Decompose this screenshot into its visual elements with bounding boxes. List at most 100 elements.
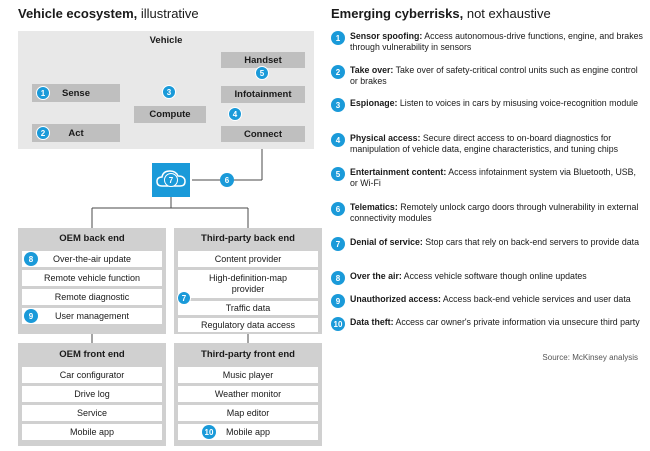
risk-text: Unauthorized access: Access back-end veh… xyxy=(350,294,643,305)
oem-backend-item: Remote vehicle function xyxy=(22,270,162,286)
risk-description: Stop cars that rely on back-end servers … xyxy=(422,237,639,247)
badge-7: 7 xyxy=(164,173,178,187)
cyberrisks-heading-light: not exhaustive xyxy=(463,6,551,21)
risk-description: Listen to voices in cars by misusing voi… xyxy=(397,98,638,108)
handset-box: Handset xyxy=(221,52,305,68)
thirdparty-frontend-item-label: Mobile app xyxy=(225,426,271,437)
act-label: Act xyxy=(68,127,84,139)
badge-2: 2 xyxy=(36,126,50,140)
risk-title: Denial of service: xyxy=(350,237,423,247)
oem-backend-item: Remote diagnostic xyxy=(22,289,162,305)
thirdparty-frontend-item-label: Weather monitor xyxy=(214,388,282,399)
risk-description: Take over of safety-critical control uni… xyxy=(350,65,638,86)
ecosystem-heading: Vehicle ecosystem, illustrative xyxy=(18,6,199,21)
thirdparty-backend-item: Regulatory data access xyxy=(178,318,318,332)
cyberrisks-heading: Emerging cyberrisks, not exhaustive xyxy=(331,6,551,21)
oem-frontend-item-label: Mobile app xyxy=(69,426,115,437)
risk-number-badge: 6 xyxy=(331,202,345,216)
thirdparty-backend-item-label: Regulatory data access xyxy=(200,319,296,330)
badge-6: 6 xyxy=(220,173,234,187)
thirdparty-backend-item-label: High-definition-map provider xyxy=(208,273,288,294)
handset-label: Handset xyxy=(244,54,282,66)
badge-8: 8 xyxy=(24,252,38,266)
risk-description: Access vehicle software though online up… xyxy=(401,271,587,281)
badge-4: 4 xyxy=(228,107,242,121)
thirdparty-backend-item-label: Traffic data xyxy=(225,302,271,313)
risk-number-badge: 4 xyxy=(331,133,345,147)
infotainment-label: Infotainment xyxy=(234,89,292,100)
thirdparty-backend-item: High-definition-map provider xyxy=(178,270,318,298)
oem-frontend-item-label: Car configurator xyxy=(59,369,125,380)
risk-title: Take over: xyxy=(350,65,394,75)
source-note: Source: McKinsey analysis xyxy=(542,353,638,362)
risk-text: Sensor spoofing: Access autonomous-drive… xyxy=(350,31,643,53)
risk-title: Sensor spoofing: xyxy=(350,31,423,41)
ecosystem-heading-bold: Vehicle ecosystem, xyxy=(18,6,138,21)
oem-backend-item-label: User management xyxy=(54,310,130,321)
risk-text: Telematics: Remotely unlock cargo doors … xyxy=(350,202,643,224)
thirdparty-backend-item-label: Content provider xyxy=(214,253,282,264)
risk-title: Entertainment content: xyxy=(350,167,447,177)
oem-frontend-item: Service xyxy=(22,405,162,421)
badge-5: 5 xyxy=(255,66,269,80)
oem-backend-item-label: Over-the-air update xyxy=(52,253,132,264)
risk-item: 7 Denial of service: Stop cars that rely… xyxy=(331,237,643,251)
oem-backend-item-label: Remote diagnostic xyxy=(54,291,130,302)
risk-number-badge: 2 xyxy=(331,65,345,79)
cloud-tile: 7 xyxy=(152,163,190,197)
sense-label: Sense xyxy=(62,87,90,99)
risk-title: Over the air: xyxy=(350,271,402,281)
risk-number-badge: 10 xyxy=(331,317,345,331)
thirdparty-frontend-item-label: Map editor xyxy=(226,407,270,418)
risk-description: Access autonomous-drive functions, engin… xyxy=(350,31,643,52)
badge-10: 10 xyxy=(202,425,216,439)
risk-number-badge: 3 xyxy=(331,98,345,112)
badge-9: 9 xyxy=(24,309,38,323)
oem-backend-title: OEM back end xyxy=(59,233,125,244)
risk-title: Espionage: xyxy=(350,98,398,108)
cyberrisks-heading-bold: Emerging cyberrisks, xyxy=(331,6,464,21)
thirdparty-frontend-item: Music player xyxy=(178,367,318,383)
thirdparty-backend-item: Traffic data xyxy=(178,301,318,315)
vehicle-title: Vehicle xyxy=(149,35,183,46)
connect-label: Connect xyxy=(244,128,282,140)
oem-backend-item: User management xyxy=(22,308,162,324)
thirdparty-frontend-item: Weather monitor xyxy=(178,386,318,402)
compute-label: Compute xyxy=(149,109,191,120)
risk-number-badge: 8 xyxy=(331,271,345,285)
risk-description: Access infotainment system via Bluetooth… xyxy=(350,167,636,188)
risk-text: Entertainment content: Access infotainme… xyxy=(350,167,643,189)
oem-frontend-title: OEM front end xyxy=(59,349,125,360)
risk-item: 3 Espionage: Listen to voices in cars by… xyxy=(331,98,643,112)
thirdparty-frontend-item: Map editor xyxy=(178,405,318,421)
risk-item: 4 Physical access: Secure direct access … xyxy=(331,133,643,155)
risk-item: 2 Take over: Take over of safety-critica… xyxy=(331,65,643,87)
ecosystem-heading-light: illustrative xyxy=(137,6,199,21)
risk-item: 10 Data theft: Access car owner's privat… xyxy=(331,317,643,331)
thirdparty-frontend-item-label: Music player xyxy=(222,369,274,380)
cloud-icon xyxy=(156,170,186,187)
risk-title: Data theft: xyxy=(350,317,394,327)
infotainment-box: Infotainment xyxy=(221,86,305,103)
badge-3: 3 xyxy=(162,85,176,99)
risk-text: Denial of service: Stop cars that rely o… xyxy=(350,237,643,248)
risk-number-badge: 9 xyxy=(331,294,345,308)
risk-text: Physical access: Secure direct access to… xyxy=(350,133,643,155)
risk-description: Remotely unlock cargo doors through vuln… xyxy=(350,202,639,223)
oem-frontend-item: Mobile app xyxy=(22,424,162,440)
thirdparty-backend-title: Third-party back end xyxy=(201,233,295,244)
risk-text: Data theft: Access car owner's private i… xyxy=(350,317,643,328)
risk-number-badge: 1 xyxy=(331,31,345,45)
oem-backend-item-label: Remote vehicle function xyxy=(43,272,141,283)
risk-title: Telematics: xyxy=(350,202,398,212)
oem-frontend-item: Car configurator xyxy=(22,367,162,383)
oem-frontend-item-label: Service xyxy=(76,407,107,418)
risk-text: Espionage: Listen to voices in cars by m… xyxy=(350,98,643,109)
risk-item: 8 Over the air: Access vehicle software … xyxy=(331,271,643,285)
thirdparty-backend-item: Content provider xyxy=(178,251,318,267)
oem-frontend-item: Drive log xyxy=(22,386,162,402)
oem-frontend-item-label: Drive log xyxy=(74,388,110,399)
risk-item: 6 Telematics: Remotely unlock cargo door… xyxy=(331,202,643,224)
badge-1: 1 xyxy=(36,86,50,100)
risk-title: Physical access: xyxy=(350,133,421,143)
